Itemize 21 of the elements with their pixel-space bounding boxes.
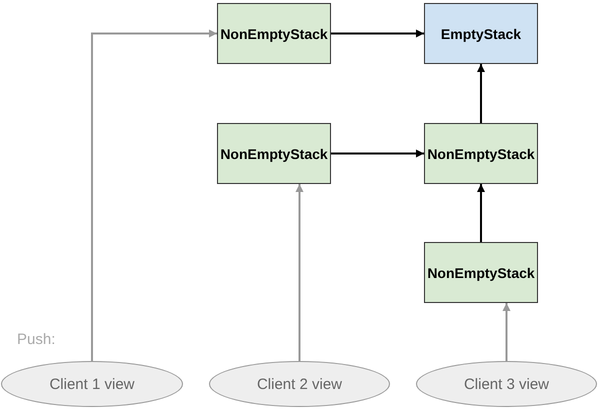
- node-label: Client 3 view: [464, 376, 550, 392]
- stack-box: [217, 123, 331, 184]
- node-label: NonEmptyStack: [220, 146, 328, 162]
- stack-box: [424, 123, 538, 184]
- arrow: [296, 184, 304, 361]
- arrow: [477, 184, 485, 242]
- node-label: NonEmptyStack: [220, 26, 328, 42]
- stack-box: [217, 3, 331, 64]
- arrow: [502, 303, 510, 361]
- arrow: [331, 150, 424, 158]
- stack-box: [424, 242, 538, 303]
- node-label: Client 1 view: [49, 376, 135, 392]
- arrow: [331, 30, 424, 38]
- node-label: EmptyStack: [440, 26, 522, 42]
- arrow: [477, 64, 485, 123]
- stack-box: [424, 3, 538, 64]
- node-label: Client 2 view: [256, 376, 342, 392]
- node-label: NonEmptyStack: [427, 146, 535, 162]
- arrow: [91, 30, 217, 361]
- node-label: NonEmptyStack: [427, 264, 535, 280]
- note-label: Push:: [17, 331, 56, 348]
